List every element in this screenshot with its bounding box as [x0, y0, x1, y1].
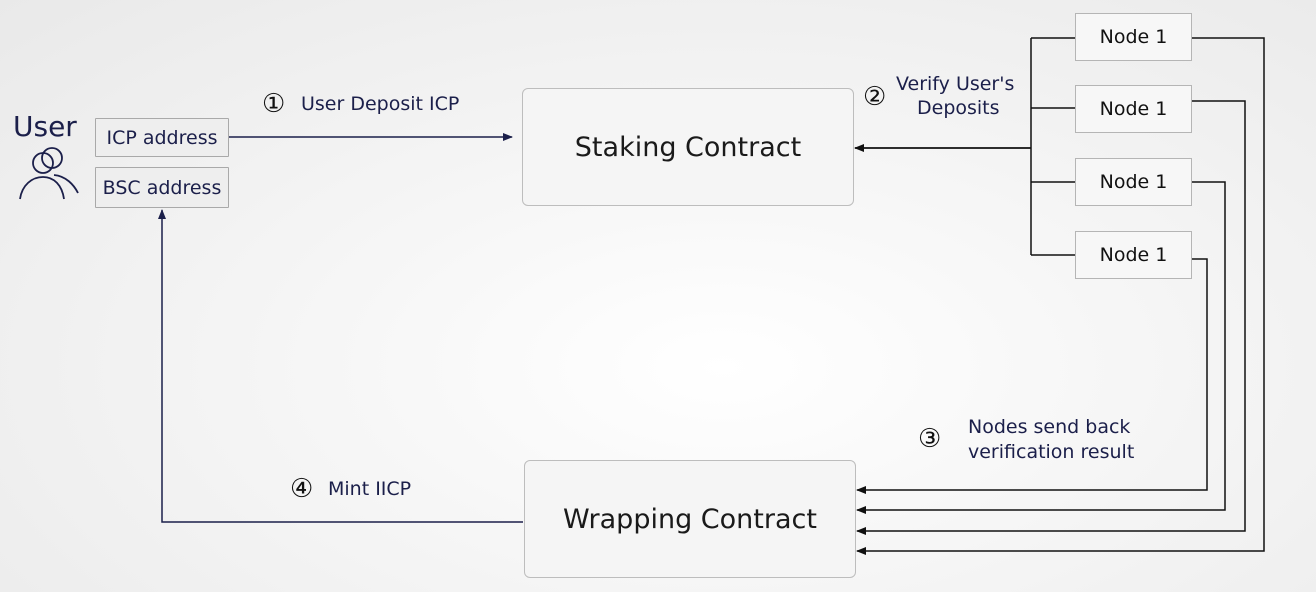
users-icon [19, 147, 79, 200]
step-3-number: ③ [918, 424, 942, 454]
send-back-connector [856, 37, 1265, 555]
step-2-label-line2: Deposits [917, 97, 1000, 119]
step-1-number: ① [262, 89, 286, 119]
verify-connector [854, 37, 1075, 256]
step-4-number: ④ [290, 474, 314, 504]
user-title: User [13, 110, 77, 143]
step-3-label-line2: verification result [968, 441, 1135, 463]
staking-contract-box: Staking Contract [522, 88, 854, 206]
node-box-3: Node 1 [1075, 158, 1192, 206]
node-box-1: Node 1 [1075, 13, 1192, 61]
step-2-number: ② [863, 82, 887, 112]
bsc-address-box: BSC address [95, 167, 229, 208]
node-box-2: Node 1 [1075, 85, 1192, 133]
mint-arrow [158, 209, 523, 523]
step-4-label: Mint IICP [328, 478, 412, 500]
node-box-4: Node 1 [1075, 231, 1192, 279]
step-2-label-line1: Verify User's [896, 73, 1015, 95]
wrapping-contract-box: Wrapping Contract [524, 460, 856, 578]
icp-address-box: ICP address [95, 118, 229, 157]
step-3-label-line1: Nodes send back [968, 416, 1131, 438]
step-1-label: User Deposit ICP [301, 93, 460, 115]
